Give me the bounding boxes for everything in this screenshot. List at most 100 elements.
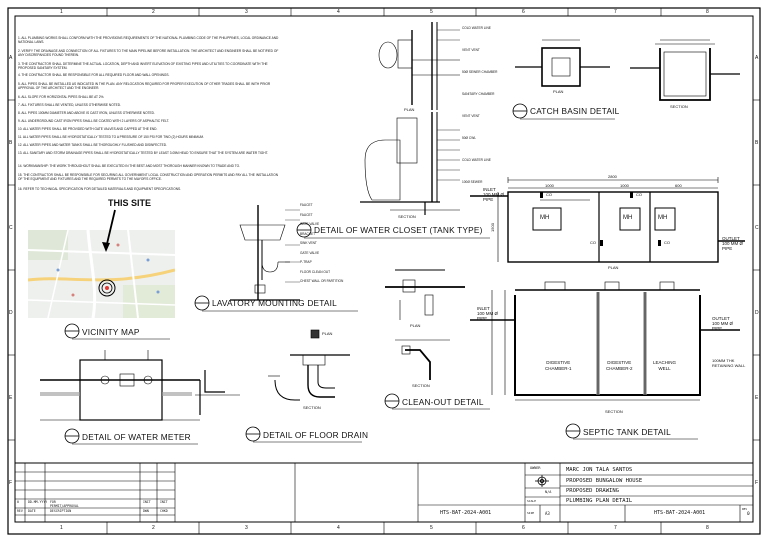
grid-ticks: [8, 8, 760, 534]
scale-value: N/A: [545, 490, 552, 494]
septic-tank-section-drawing: [470, 281, 740, 401]
grid-letter: D: [755, 310, 759, 316]
callout-label: SANITARY CHAMBER: [462, 92, 495, 96]
dim-total: 2800: [608, 174, 617, 179]
revision-cell: INIT: [143, 500, 151, 504]
grid-letter: E: [755, 395, 759, 401]
callout-label: FAUCET: [300, 203, 313, 207]
drawing-number-left: HTS-BAT-2024-A001: [440, 510, 492, 516]
grid-letter: E: [9, 395, 13, 401]
co-label-3: CO: [590, 240, 596, 245]
drawing-number: HTS-BAT-2024-A001: [654, 510, 706, 516]
note-item: 4. THE CONTRACTOR SHALL BE RESPONSIBLE F…: [18, 73, 170, 77]
co-markers: [540, 192, 661, 246]
callout-label: 100Ø SEWER: [462, 180, 483, 184]
drawing-type: PROPOSED DRAWING: [566, 488, 619, 494]
grid-letter: B: [9, 140, 13, 146]
mh-label-3: MH: [658, 215, 668, 221]
leaching-well: LEACHING WELL: [653, 360, 676, 371]
dim-h: 1500: [489, 223, 495, 232]
mh-label-1: MH: [540, 215, 550, 221]
size-label: SIZE: [527, 511, 535, 515]
retaining-wall-text: 100MM THK RETAINING WALL: [712, 358, 746, 368]
cb-plan-label: PLAN: [553, 89, 564, 94]
callout-label: COLD WATER LINE: [462, 26, 491, 30]
revision-header: CHKD: [160, 509, 168, 513]
grid-number: 1: [60, 9, 63, 15]
rev-value: 0: [747, 512, 750, 517]
lavatory-drawing: [230, 205, 300, 301]
dim-a: 1000: [545, 183, 554, 188]
map-roads: [28, 230, 175, 318]
co-label-2: CO: [636, 192, 642, 197]
this-site-label: THIS SITE: [108, 198, 152, 208]
grid-letter: B: [755, 140, 759, 146]
grid-number: 4: [337, 525, 340, 531]
revision-cell: 0: [17, 500, 19, 504]
callout-label: BRACKET: [300, 231, 316, 236]
rev-label: REV: [742, 507, 748, 511]
water-closet-title: DETAIL OF WATER CLOSET (TANK TYPE): [314, 225, 483, 235]
note-item: 9. ALL UNDERGROUND CAST IRON PIPES SHALL…: [18, 119, 170, 123]
catch-basin-drawing: [515, 39, 740, 101]
revision-header: DESCRIPTION: [50, 509, 72, 513]
mh-label-2: MH: [623, 215, 633, 221]
note-item: 3. THE CONTRACTOR SHALL DETERMINE THE AC…: [18, 62, 268, 70]
grid-number: 5: [430, 9, 433, 15]
outlet-section: OUTLET 100 MM Ø PIPE: [712, 316, 733, 331]
note-item: 15. THE CONTRACTOR SHALL BE RESPONSIBLE …: [18, 173, 279, 181]
title-block-grid: [14, 462, 754, 523]
revision-cell: INIT: [160, 500, 168, 504]
callout-label: COLD WATER LINE: [462, 158, 491, 162]
fd-section-label: SECTION: [303, 405, 321, 410]
projection-symbol: [535, 475, 549, 487]
callout-label: VENT VENT: [462, 48, 480, 52]
cb-section-label: SECTION: [670, 104, 688, 109]
retaining-wall: 100MM THK RETAINING WALL: [712, 358, 745, 368]
digestive-2: DIGESTIVE CHAMBER-2: [606, 360, 633, 371]
leaching-well-text: LEACHING WELL: [653, 360, 677, 371]
note-item: 11. ALL WATER PIPES SHALL BE HYDROSTATIC…: [18, 135, 204, 139]
water-closet-drawing: [360, 22, 460, 215]
grid-number: 3: [245, 525, 248, 531]
water-meter-hatch: [40, 392, 192, 396]
digestive-1: DIGESTIVE CHAMBER-1: [545, 360, 572, 371]
inlet-plan-text: INLET 100 MM Ø PIPE: [483, 187, 505, 202]
st-plan-label: PLAN: [608, 265, 619, 270]
callout-label: GATE VALVE: [300, 222, 320, 226]
vicinity-map: [28, 230, 175, 318]
callout-label: CHEST WALL OR PARTITION: [300, 279, 344, 283]
septic-tank-plan-drawing: [470, 177, 745, 263]
clean-out-drawing: [385, 269, 465, 380]
septic-tank-title: SEPTIC TANK DETAIL: [583, 427, 671, 437]
dim-c: 600: [675, 183, 682, 188]
co-plan-label: PLAN: [410, 323, 421, 328]
inlet-section: INLET 100 MM Ø PIPE: [477, 306, 498, 321]
size-value: A3: [545, 511, 550, 516]
st-section-label: SECTION: [605, 409, 623, 414]
grid-number: 5: [430, 525, 433, 531]
callout-label: FLOOR CLEAN OUT: [300, 269, 331, 274]
note-item: 2. VERIFY THE DRAINAGE AND CONNECTION OF…: [18, 49, 279, 57]
co-label-1: CO: [546, 192, 552, 197]
grid-number: 7: [614, 525, 617, 531]
grid-letter: C: [9, 225, 13, 231]
digestive-2-text: DIGESTIVE CHAMBER-2: [606, 360, 633, 371]
note-item: 8. ALL PIPES 100MM DIAMETER AND ABOVE IS…: [18, 111, 155, 115]
grid-number: 3: [245, 9, 248, 15]
outlet-plan-text: OUTLET 100 MM Ø PIPE: [722, 236, 744, 251]
sheet-title: PLUMBING PLAN DETAIL: [566, 498, 633, 504]
revision-header: REV: [17, 509, 23, 513]
catch-basin-title: CATCH BASIN DETAIL: [530, 106, 620, 116]
note-item: 13. ALL SANITARY AND STORM DRAINAGE PIPE…: [18, 151, 269, 155]
callout-label: VENT VENT: [462, 114, 480, 118]
grid-letter: D: [9, 310, 13, 316]
co-section-label: SECTION: [412, 383, 430, 388]
water-meter-title: DETAIL OF WATER METER: [82, 432, 191, 442]
grid-letter: C: [755, 225, 759, 231]
note-item: 14. WORKMANSHIP: THE WORK THROUGHOUT SHA…: [18, 164, 240, 168]
inlet-plan: INLET 100 MM Ø PIPE: [483, 187, 504, 202]
fd-plan-label: PLAN: [322, 331, 333, 336]
callout-label: P-TRAP: [300, 260, 312, 264]
